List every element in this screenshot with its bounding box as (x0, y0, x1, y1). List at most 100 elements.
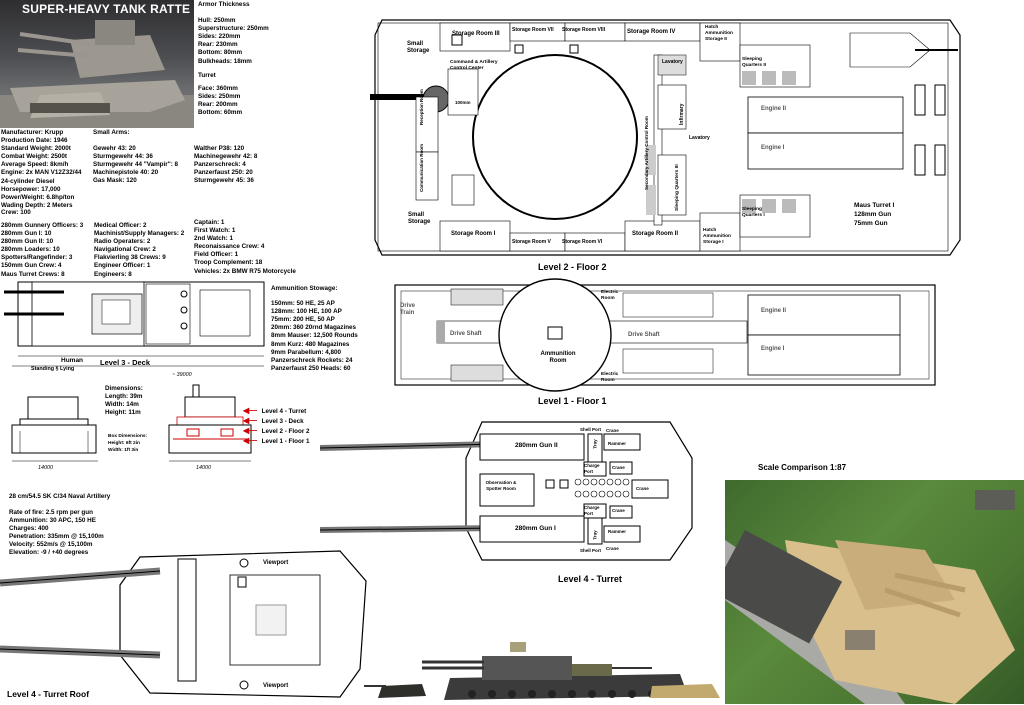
level-legend-item: ◀— Level 2 - Floor 2 (243, 426, 310, 435)
turret-shell-port-top: Shell Port (580, 427, 602, 432)
small-arm-item: Sturmgewehr 44: 36 (93, 153, 153, 161)
small-arms-col1: Gewehr 43: 20 Sturmgewehr 44: 36 Sturmge… (93, 145, 178, 185)
drive-shaft-left: Drive Shaft (450, 331, 482, 337)
small-arm-item: Panzerfaust 250: 20 (194, 169, 253, 177)
electric-room-bottom: Electric Room (601, 372, 619, 383)
level-legend: ◀— Level 4 - Turret ◀— Level 3 - Deck ◀—… (243, 400, 310, 445)
crew-item: Radio Operaters: 2 (94, 238, 151, 246)
ammo-line: 9mm Parabellum: 4,800 (271, 348, 342, 356)
small-arm-item: Panzerschreck: 4 (194, 161, 246, 169)
ammo-line: Panzerfaust 250 Heads: 60 (271, 364, 351, 372)
turret-armor-heading: Turret (198, 71, 216, 79)
spec-line: Average Speed: 8km/h (1, 161, 69, 169)
crew-item: Vehicles: 2x BMW R75 Motorcycle (194, 267, 296, 275)
small-storage-bottom: Small Storage (408, 212, 431, 225)
viewport-bottom-label: Viewport (263, 683, 289, 689)
floor1-plan (394, 278, 936, 392)
front-view-levels (168, 384, 252, 462)
turret-roof-caption: Level 4 - Turret Roof (7, 689, 90, 699)
level-legend-label: Level 4 - Turret (261, 408, 307, 415)
dimension-line: Length: 39m (105, 393, 143, 401)
level-legend-item: ◀— Level 4 - Turret (243, 406, 307, 415)
dimensions-heading: Dimensions: (105, 385, 143, 392)
artillery-line: Rate of fire: 2.5 rpm per gun (9, 509, 93, 516)
storage-room-iii: Storage Room III (452, 31, 500, 37)
photo-title: SUPER-HEAVY TANK RATTE (22, 2, 191, 16)
width-mark-right: 14000 (196, 465, 211, 471)
spec-line: Combat Weight: 2500t (1, 153, 68, 161)
turret-shell-port-bottom: Shell Port (580, 548, 602, 553)
artillery-line: Velocity: 552m/s @ 15,100m (9, 541, 93, 549)
artillery-block: Rate of fire: 2.5 rpm per gun Ammunition… (9, 509, 104, 558)
armor-line: Sides: 220mm (198, 33, 241, 41)
spec-line: Standard Weight: 2000t (1, 145, 71, 153)
spec-line: 24-cylinder Diesel (1, 177, 55, 185)
armor-line: Sides: 250mm (198, 92, 241, 100)
storage-room-i: Storage Room I (451, 231, 496, 237)
ammo-line: 8mm Mauser: 12,500 Rounds (271, 332, 358, 340)
armor-block: Armor Thickness Hull: 250mm Superstructu… (198, 1, 269, 117)
armor-line: Superstructure: 250mm (198, 25, 269, 33)
crew-item: 280mm Gunnery Officers: 3 (1, 222, 84, 229)
level1-caption: Level 1 - Floor 1 (538, 396, 607, 406)
crew-item: 280mm Gun II: 10 (1, 238, 54, 246)
armor-line: Rear: 200mm (198, 100, 238, 108)
level-legend-label: Level 3 - Deck (261, 418, 304, 425)
ammunition-room: Ammunition Room (540, 351, 576, 364)
turret-crane: Crane (606, 546, 619, 551)
engine-i-floor1: Engine I (761, 346, 785, 352)
level4-turret-caption: Level 4 - Turret (558, 574, 622, 584)
observation-spotter-room: Observation & Spotter Room (485, 480, 517, 491)
human-label: Human (61, 357, 84, 364)
crew-item: Troop Complement: 18 (194, 259, 263, 267)
floor2-plan (370, 19, 961, 256)
maus-turret-label: Maus Turret I (854, 202, 895, 209)
dimension-line: Width: 14m (105, 401, 139, 409)
crew-col3: Captain: 1 First Watch: 1 2nd Watch: 1 R… (194, 219, 296, 276)
turret-charge-port-top: Charge Port (584, 463, 600, 474)
drive-shaft-right: Drive Shaft (628, 332, 660, 338)
crew-item: 280mm Loaders: 10 (1, 246, 60, 254)
armor-line: Rear: 230mm (198, 41, 238, 49)
side-profile-comparison (364, 642, 720, 700)
specs-block: Manufacturer: Krupp Production Date: 194… (1, 129, 82, 210)
level2-caption: Level 2 - Floor 2 (538, 262, 607, 272)
level-legend-label: Level 2 - Floor 2 (261, 428, 310, 435)
storage-room-v: Storage Room V (512, 239, 551, 245)
crew-item: Navigational Crew: 2 (94, 246, 156, 254)
armor-line: Face: 360mm (198, 84, 238, 92)
turret-roof-drawing (0, 550, 367, 698)
front-view-plain (11, 396, 98, 462)
box-dimensions-heading: Box Dimensions: (108, 434, 148, 439)
level-legend-item: ◀— Level 3 - Deck (243, 416, 304, 425)
spec-line: Wading Depth: 2 Meters (1, 201, 73, 209)
crew-item: Field Officer: 1 (194, 251, 239, 259)
turret-tray-bottom: Tray (592, 530, 598, 540)
ratte-render-photo: SUPER-HEAVY TANK RATTE (0, 0, 194, 128)
storage-room-vi: Storage Room VI (562, 239, 603, 245)
lavatory-top: Lavatory (662, 59, 683, 65)
deck-length-mark: ~ 39000 (172, 372, 192, 378)
sleeping-quarters-iii: Sleeping Quarters III (675, 164, 680, 211)
turret-tray-top: Tray (592, 439, 598, 449)
storage-room-vii: Storage Room VII (512, 27, 554, 33)
standing-lying-label: Standing § Lying (31, 366, 75, 372)
crew-item: Captain: 1 (194, 219, 225, 226)
engine-ii-floor2: Engine II (761, 106, 787, 112)
storage-room-viii: Storage Room VIII (562, 27, 606, 33)
maus-gun-128: 128mm Gun (854, 211, 892, 218)
ammo-heading: Ammunition Stowage: (271, 285, 338, 292)
ammo-line: 75mm: 200 HE, 50 AP (271, 316, 335, 324)
crew-item: 280mm Gun I: 10 (1, 230, 52, 238)
infirmary-label: Infirmary (679, 103, 685, 125)
spec-line: Production Date: 1946 (1, 137, 68, 145)
crew-col1: 280mm Gunnery Officers: 3 280mm Gun I: 1… (1, 222, 83, 279)
artillery-line: Penetration: 335mm @ 15,100m (9, 533, 104, 541)
communication-room: Communication Room (419, 144, 424, 192)
deck-plan-drawing (4, 281, 265, 367)
hatch-storage-i: Hatch Ammunition Storage I (703, 228, 731, 245)
crew-item: Engineers: 8 (94, 270, 132, 278)
turret-crane: Crane (606, 428, 619, 433)
ammo-line: 8mm Kurz: 480 Magazines (271, 340, 350, 348)
storage-room-ii: Storage Room II (632, 231, 679, 237)
